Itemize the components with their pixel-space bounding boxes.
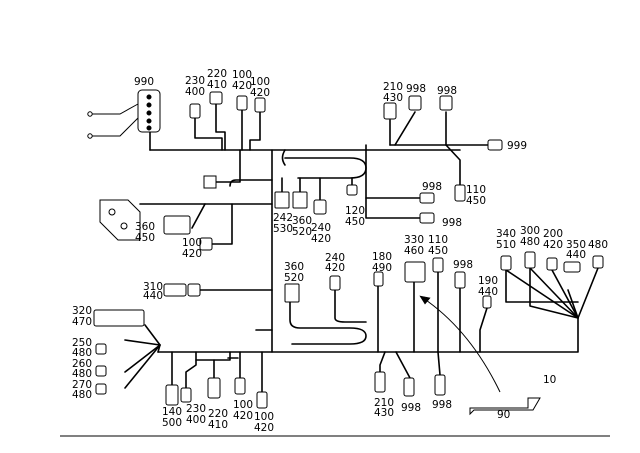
harness-wires xyxy=(124,101,599,393)
plug-board-990 xyxy=(87,89,161,139)
connector-360-left xyxy=(163,215,191,235)
connector-998-right-a xyxy=(419,192,435,204)
connector-998-bottom-a xyxy=(403,377,415,397)
connector-998-right-b xyxy=(419,212,435,224)
label-998-bottom-a: 998 xyxy=(401,402,421,414)
connector-250 xyxy=(95,343,107,355)
connector-230-bottom xyxy=(180,387,192,403)
label-998-top-a: 998 xyxy=(406,83,426,95)
connector-360-low xyxy=(284,283,300,303)
connector-180 xyxy=(373,271,384,287)
connector-480-right xyxy=(592,255,604,269)
connector-270 xyxy=(95,383,107,395)
rail-90 xyxy=(469,397,541,416)
harness-parts xyxy=(87,89,604,416)
label-990: 990 xyxy=(134,76,154,88)
connector-330 xyxy=(404,261,426,283)
clip-top-left xyxy=(203,175,217,189)
label-998-low-mid: 998 xyxy=(453,259,473,271)
connector-340 xyxy=(500,255,512,271)
connector-998-top-b xyxy=(439,95,453,111)
connector-110-low xyxy=(432,257,444,273)
connector-210-bottom xyxy=(374,371,386,393)
connector-220-top xyxy=(209,91,223,105)
connector-998-top-a xyxy=(408,95,422,111)
label-998-right-b: 998 xyxy=(442,217,462,229)
connector-240-low xyxy=(329,275,341,291)
bracket-left xyxy=(99,199,141,241)
label-999: 999 xyxy=(507,140,527,152)
connector-310-b xyxy=(187,283,201,297)
label-998-top-b: 998 xyxy=(437,85,457,97)
label-90: 90 xyxy=(497,409,510,421)
connector-100-bottom-b xyxy=(256,391,268,409)
connector-999 xyxy=(487,139,503,151)
connector-100-bottom-a xyxy=(234,377,246,395)
connector-320 xyxy=(93,309,145,327)
label-10: 10 xyxy=(543,374,556,386)
connector-360-mid xyxy=(292,191,308,209)
connector-300 xyxy=(524,251,536,269)
connector-230-top xyxy=(189,103,201,119)
connector-190 xyxy=(482,295,492,309)
connector-100-top-b xyxy=(254,97,266,113)
connector-350 xyxy=(563,261,581,273)
connector-242 xyxy=(274,191,290,209)
pointer-arrow xyxy=(419,295,501,393)
connector-220-bottom xyxy=(207,377,221,399)
connector-120 xyxy=(346,184,358,196)
connector-240-mid xyxy=(313,199,327,215)
connector-210-top xyxy=(383,102,397,120)
connector-998-low-mid xyxy=(454,271,466,289)
connector-140 xyxy=(165,384,179,406)
connector-310 xyxy=(163,283,187,297)
connector-260 xyxy=(95,365,107,377)
label-480-right: 480 xyxy=(588,239,608,251)
connector-200 xyxy=(546,257,558,271)
label-998-right-a: 998 xyxy=(422,181,442,193)
connector-100-left xyxy=(199,237,213,251)
label-998-bottom-b: 998 xyxy=(432,399,452,411)
connector-100-top-a xyxy=(236,95,248,111)
connector-110-right xyxy=(454,184,466,202)
connector-998-bottom-b xyxy=(434,374,446,396)
